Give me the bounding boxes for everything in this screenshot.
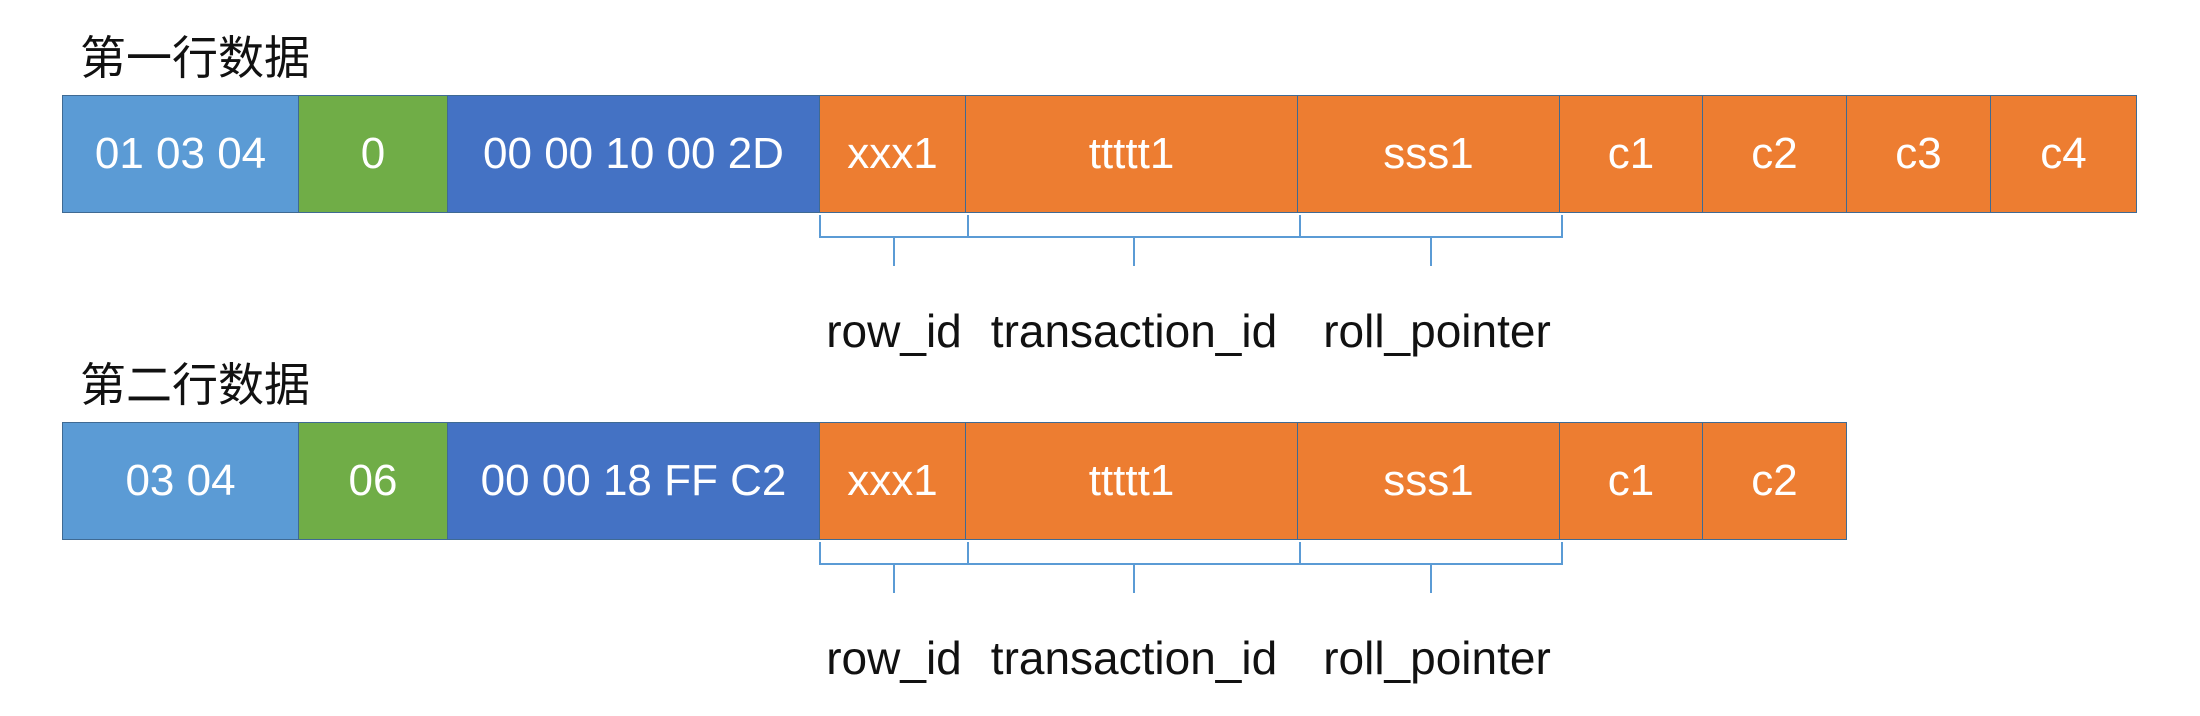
row-2-brace-roll-pointer [1299,542,1563,593]
row-2-cell-row-id: xxx1 [820,422,966,540]
row-1-cell-variable-length-list: 01 03 04 [62,95,299,213]
row-1-brace-roll-pointer [1299,215,1563,266]
row-2-cell-roll-pointer: sss1 [1298,422,1560,540]
row-1-cell-roll-pointer: sss1 [1298,95,1560,213]
row-2-label-roll-pointer: roll_pointer [1323,632,1551,684]
row-1-cell-c1: c1 [1560,95,1703,213]
row-2-record: 03 04 06 00 00 18 FF C2 xxx1 ttttt1 sss1… [62,422,1847,542]
row-1-label-transaction-id: transaction_id [990,305,1278,357]
row-2-title: 第二行数据 [80,358,310,412]
row-1-cell-c4: c4 [1991,95,2137,213]
row-2-label-transaction-id: transaction_id [990,632,1278,684]
row-2-cell-transaction-id: ttttt1 [966,422,1298,540]
row-2-cell-variable-length-list: 03 04 [62,422,299,540]
row-2-brace-row-id [819,542,969,593]
row-1-label-row-id: row_id [826,305,962,357]
row-2-label-row-id: row_id [826,632,962,684]
row-2-cell-c1: c1 [1560,422,1703,540]
row-2-cell-record-header: 00 00 18 FF C2 [448,422,820,540]
row-1-cell-null-list: 0 [299,95,448,213]
row-1-record: 01 03 04 0 00 00 10 00 2D xxx1 ttttt1 ss… [62,95,2137,215]
row-1-cell-record-header: 00 00 10 00 2D [448,95,820,213]
row-1-cell-c3: c3 [1847,95,1991,213]
row-1-cell-c2: c2 [1703,95,1847,213]
row-2-brace-transaction-id [967,542,1301,593]
row-2-cell-null-list: 06 [299,422,448,540]
row-1-cell-row-id: xxx1 [820,95,966,213]
row-1-title: 第一行数据 [80,31,310,85]
row-2-cell-c2: c2 [1703,422,1847,540]
row-1-brace-transaction-id [967,215,1301,266]
row-1-label-roll-pointer: roll_pointer [1323,305,1551,357]
row-1-cell-transaction-id: ttttt1 [966,95,1298,213]
row-1-brace-row-id [819,215,969,266]
